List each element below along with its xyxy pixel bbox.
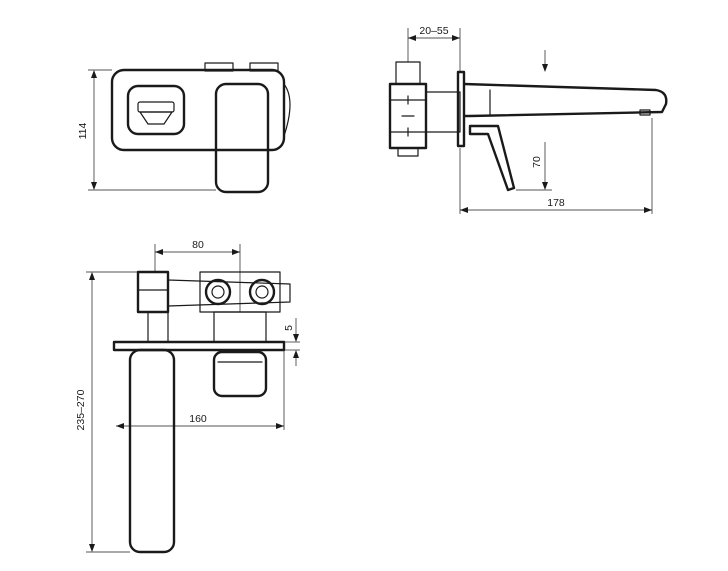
arrow-icon <box>89 544 95 552</box>
cartridge-right-inner <box>255 285 269 299</box>
arrow-icon <box>542 64 548 72</box>
valve-block-left <box>136 270 170 314</box>
arrow-icon <box>155 249 163 255</box>
arrow-icon <box>644 207 652 213</box>
dim-label-spout-length: 178 <box>547 197 565 209</box>
dim-label-centers: 80 <box>192 239 204 251</box>
valve-bottom-cap <box>397 147 419 157</box>
dim-label-height: 114 <box>77 122 89 139</box>
lever-top <box>212 350 268 398</box>
spout-top <box>128 348 176 554</box>
spout-body <box>463 82 668 118</box>
aerator <box>639 109 651 116</box>
lever-slot-inner <box>139 111 173 125</box>
dim-label-lever-drop: 70 <box>531 156 543 168</box>
lever-handle <box>468 124 516 192</box>
valve-connector <box>425 91 461 133</box>
arrow-icon <box>116 423 124 429</box>
cartridge-left-inner <box>211 285 225 299</box>
arrow-icon <box>91 182 97 190</box>
lever-mount <box>213 311 267 343</box>
cartridge-right <box>248 278 276 306</box>
arrow-icon <box>276 423 284 429</box>
backplate-outline <box>110 68 286 152</box>
cartridge-left <box>204 278 232 306</box>
lever-pad <box>126 84 186 136</box>
lever-slot <box>137 101 175 113</box>
arrow-icon <box>91 70 97 78</box>
face-view: 114 <box>77 62 291 194</box>
spout-face <box>214 82 270 194</box>
dim-label-offset: 5 <box>283 325 295 331</box>
arrow-icon <box>460 207 468 213</box>
arrow-icon <box>293 334 299 342</box>
side-view: 20–55 178 70 <box>388 25 668 214</box>
cartridge-top-left <box>204 62 234 72</box>
dim-label-total-height: 235–270 <box>75 389 87 430</box>
valve-stem <box>147 311 169 343</box>
arrow-icon <box>452 35 460 41</box>
dim-label-wall-depth: 20–55 <box>419 25 448 37</box>
valve-rail <box>167 279 291 307</box>
arrow-icon <box>542 182 548 190</box>
valve-top-cap <box>395 61 421 85</box>
arrow-icon <box>89 272 95 280</box>
plan-view: 80 5 160 235–270 <box>75 239 300 554</box>
arrow-icon <box>293 350 299 358</box>
arrow-icon <box>232 249 240 255</box>
dim-label-reach: 160 <box>189 413 207 425</box>
arrow-icon <box>408 35 416 41</box>
wall-plate <box>456 70 466 148</box>
wall-plate <box>112 340 286 352</box>
cartridge-top-right <box>249 62 279 72</box>
backplate-end-cap <box>283 83 291 137</box>
